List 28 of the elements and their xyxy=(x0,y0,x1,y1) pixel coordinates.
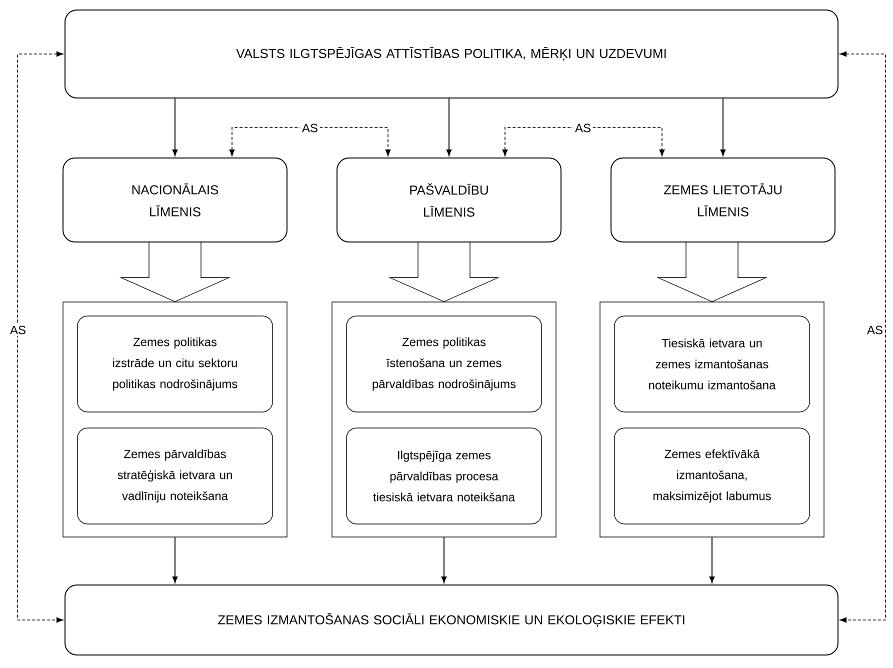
task-box: Tiesiskā ietvara un zemes izmantošanas noteikumu izmantošana xyxy=(614,316,810,412)
task-box: Zemes efektīvākā izmantošana, maksimizējot labumus xyxy=(614,428,810,524)
edge-label: AS xyxy=(865,324,885,336)
edge-label: AS xyxy=(300,122,320,134)
task-box: Zemes politikas īstenošana un zemes pārvaldības nodrošinājums xyxy=(346,316,542,412)
arrow xyxy=(172,98,178,156)
task-box: Zemes pārvaldības stratēģiskā ietvara un vadlīniju noteikšana xyxy=(77,428,273,524)
arrow xyxy=(172,536,178,583)
arrow xyxy=(720,98,726,156)
arrow xyxy=(441,536,447,583)
level-box: PAŠVALDĪBU LĪMENIS xyxy=(336,157,562,242)
task-box: Ilgtspējīga zemes pārvaldības procesa tiesiskā ietvara noteikšana xyxy=(346,428,542,524)
block-arrow xyxy=(656,242,768,302)
edge-label: AS xyxy=(573,122,593,134)
arrow xyxy=(229,127,391,156)
edge-label: AS xyxy=(8,324,28,336)
title-box: ZEMES IZMANTOŠANAS SOCIĀLI EKONOMISKIE UN EKOLOĢISKIE EFEKTI xyxy=(64,584,838,656)
level-box: NACIONĀLAIS LĪMENIS xyxy=(62,157,288,242)
arrow xyxy=(17,51,64,623)
task-box: Zemes politikas izstrāde un citu sektoru politikas nodrošinājums xyxy=(77,316,273,412)
block-arrow xyxy=(119,242,231,302)
arrow xyxy=(709,536,715,583)
arrow xyxy=(840,51,886,623)
title-box: VALSTS ILGTSPĒJĪGAS ATTĪSTĪBAS POLITIKA, MĒRĶI UN UZDEVUMI xyxy=(64,9,838,98)
level-box: ZEMES LIETOTĀJU LĪMENIS xyxy=(610,157,836,242)
arrow xyxy=(446,98,452,156)
arrow xyxy=(502,127,665,156)
block-arrow xyxy=(388,242,500,302)
